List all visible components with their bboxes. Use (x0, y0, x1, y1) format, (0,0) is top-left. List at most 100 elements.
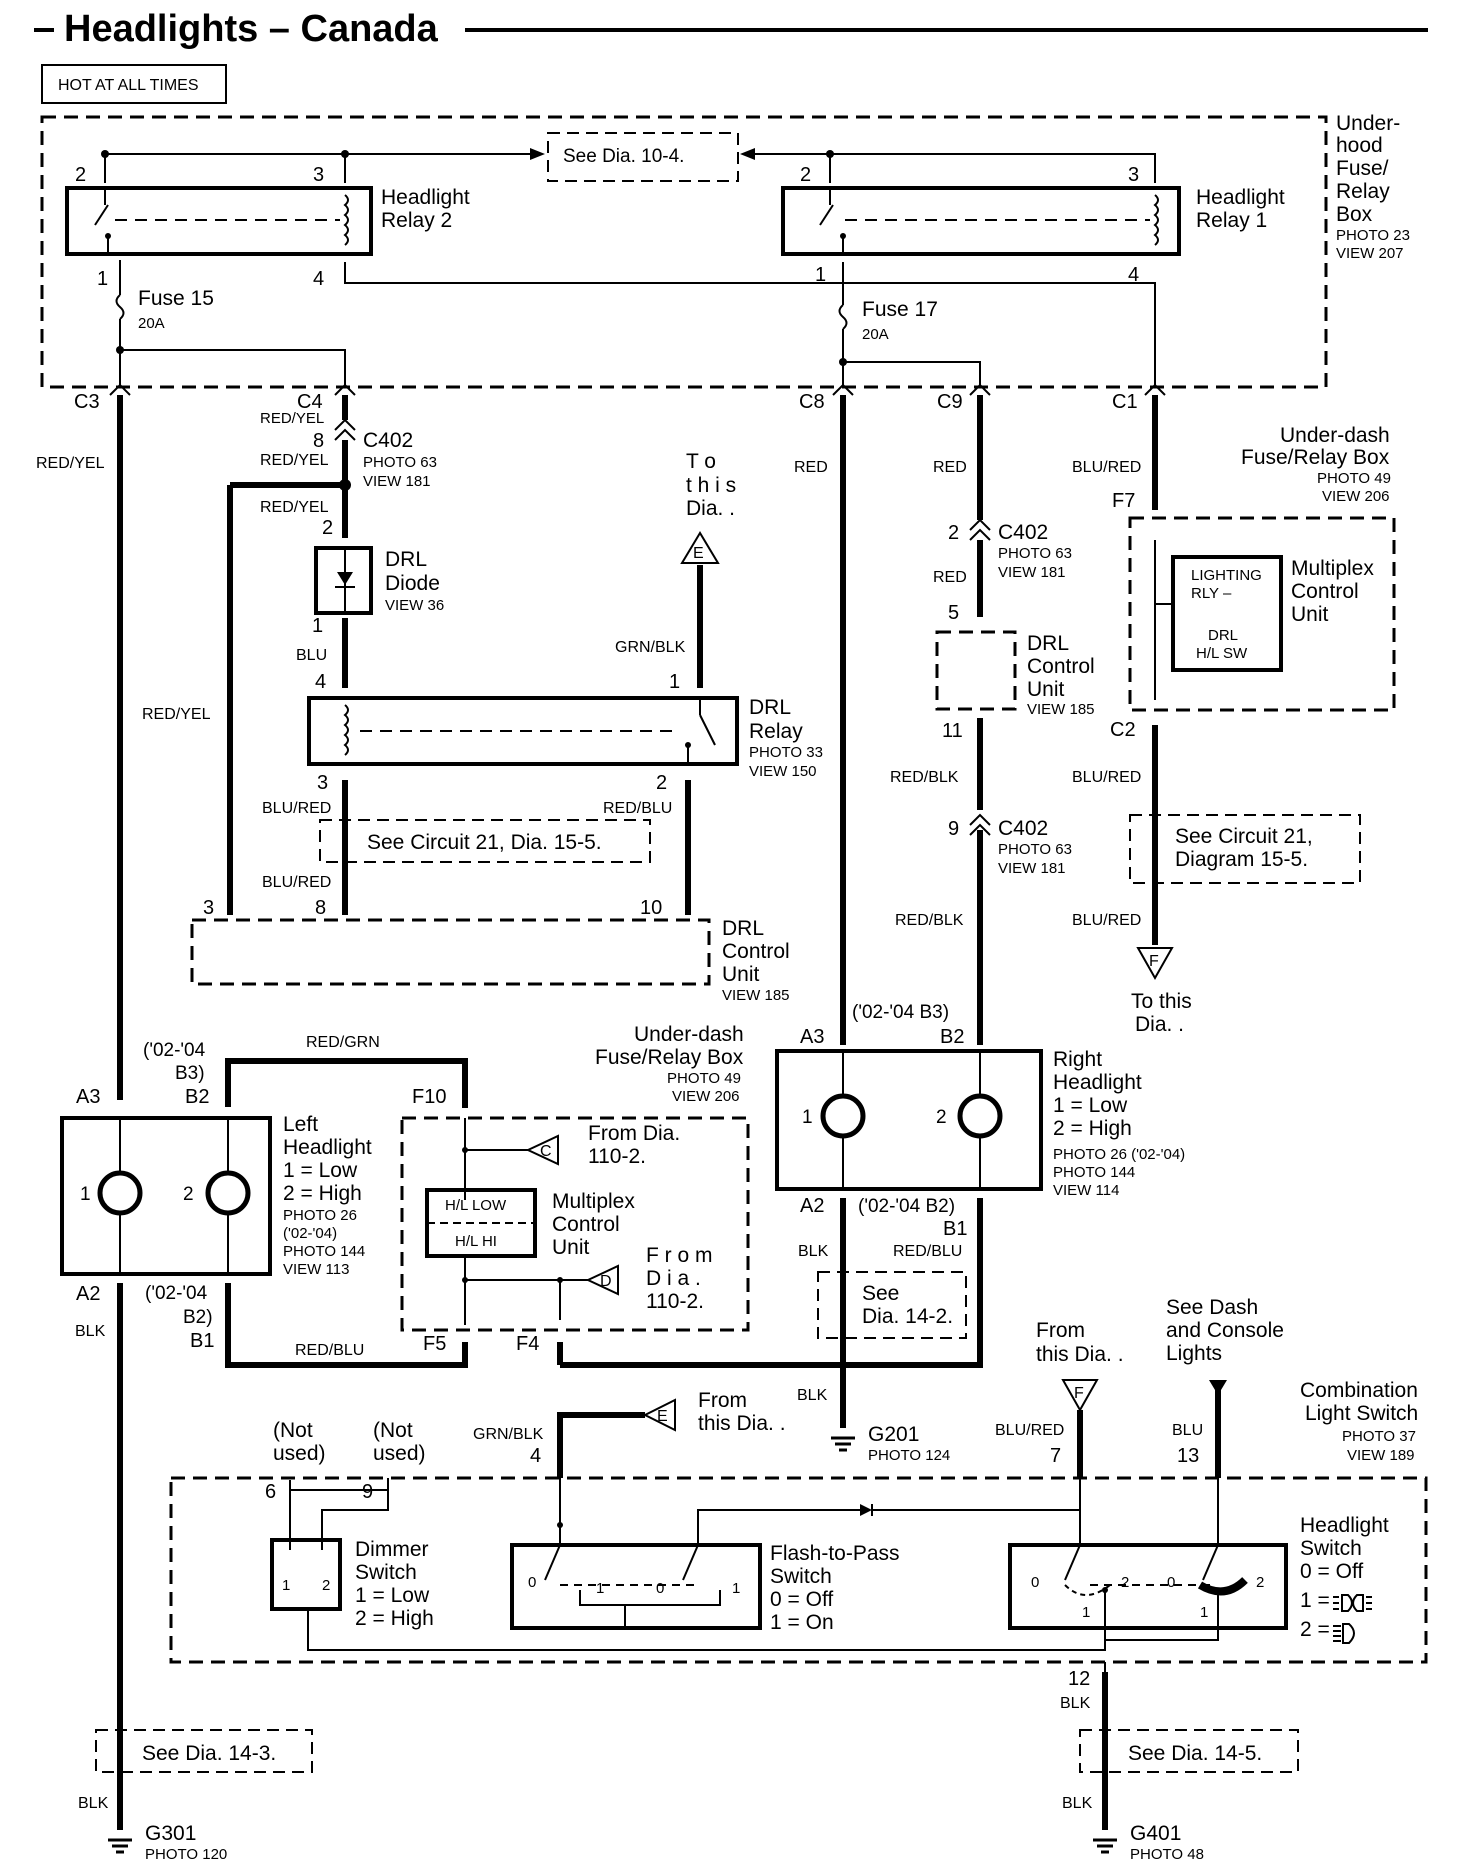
svg-text:2: 2 (656, 772, 667, 794)
fuse-15-label: Fuse 15 (138, 287, 214, 310)
svg-text:C3: C3 (74, 391, 100, 413)
svg-text:1: 1 (80, 1184, 91, 1205)
svg-text:3: 3 (203, 897, 214, 919)
svg-text:DRL: DRL (385, 548, 427, 571)
svg-text:Control: Control (1291, 580, 1359, 603)
svg-text:0 = Off: 0 = Off (1300, 1560, 1363, 1583)
svg-text:PHOTO 49: PHOTO 49 (1317, 470, 1391, 487)
svg-text:F7: F7 (1112, 490, 1135, 512)
svg-text:LIGHTING: LIGHTING (1191, 567, 1262, 584)
svg-text:1 =: 1 = (1300, 1589, 1330, 1612)
see-circuit-21-left: See Circuit 21, Dia. 15-5. (367, 831, 602, 854)
svg-text:B2: B2 (940, 1026, 964, 1048)
svg-text:C402: C402 (363, 429, 413, 452)
svg-text:BLU/RED: BLU/RED (262, 874, 331, 891)
svg-text:A3: A3 (76, 1086, 100, 1108)
see-dash-console-lights: See Dash and Console Lights BLU (1166, 1296, 1284, 1473)
svg-text:Box: Box (1336, 203, 1373, 226)
svg-text:RED/BLU: RED/BLU (893, 1243, 962, 1260)
to-this-dia-e: T o t h i s Dia. . E (680, 450, 736, 564)
under-dash-fuse-relay-box-left: Under-dash Fuse/Relay Box PHOTO 49 VIEW … (400, 1023, 750, 1355)
svg-text:PHOTO 144: PHOTO 144 (1053, 1164, 1135, 1181)
svg-text:From: From (698, 1389, 747, 1412)
svg-text:Multiplex: Multiplex (1291, 557, 1374, 580)
svg-text:Headlight: Headlight (381, 186, 470, 209)
svg-text:RED/YEL: RED/YEL (36, 455, 105, 472)
svg-text:See Dash: See Dash (1166, 1296, 1258, 1319)
svg-text:DRL: DRL (749, 696, 791, 719)
svg-text:See: See (862, 1282, 899, 1305)
svg-text:Headlight: Headlight (283, 1136, 372, 1159)
svg-text:3: 3 (313, 164, 324, 186)
svg-text:1: 1 (1200, 1604, 1208, 1621)
from-this-dia-f: From this Dia. . F BLU/RED (995, 1319, 1124, 1473)
svg-text:2: 2 (936, 1107, 947, 1128)
svg-text:used): used) (273, 1442, 326, 1465)
svg-text:RED/YEL: RED/YEL (142, 706, 211, 723)
svg-text:RED/BLU: RED/BLU (603, 800, 672, 817)
svg-text:Multiplex: Multiplex (552, 1190, 635, 1213)
svg-text:PHOTO 124: PHOTO 124 (868, 1447, 950, 1464)
under-dash-fuse-relay-box-right: Under-dash Fuse/Relay Box PHOTO 49 VIEW … (1110, 424, 1396, 741)
svg-text:F10: F10 (412, 1086, 446, 1108)
see-circuit-21-right-box (1129, 814, 1361, 884)
svg-text:12: 12 (1068, 1668, 1090, 1690)
svg-text:0: 0 (656, 1580, 664, 1597)
svg-text:Under-dash: Under-dash (1280, 424, 1390, 447)
svg-text:E: E (657, 1408, 668, 1425)
svg-text:GRN/BLK: GRN/BLK (615, 639, 686, 656)
svg-text:1: 1 (596, 1580, 604, 1597)
svg-text:D: D (600, 1273, 612, 1290)
svg-text:PHOTO 63: PHOTO 63 (363, 454, 437, 471)
fuse-17-label: Fuse 17 (862, 298, 938, 321)
svg-text:DRL: DRL (1208, 627, 1238, 644)
svg-text:C: C (540, 1143, 552, 1160)
svg-text:2 =: 2 = (1300, 1618, 1330, 1641)
g301-ground: BLK G301 PHOTO 120 (78, 1795, 227, 1863)
svg-text:Unit: Unit (1291, 603, 1329, 626)
svg-text:0 = Off: 0 = Off (770, 1588, 833, 1611)
svg-text:Dia. .: Dia. . (686, 497, 735, 520)
svg-text:11: 11 (942, 720, 963, 742)
g201-ground: BLK G201 PHOTO 124 (797, 1387, 950, 1464)
svg-text:RED/YEL: RED/YEL (260, 499, 329, 516)
svg-text:BLK: BLK (78, 1795, 109, 1812)
headlight-relay-1 (781, 186, 1181, 256)
headlight-icon (1333, 1623, 1355, 1644)
svg-text:VIEW 185: VIEW 185 (1027, 701, 1095, 718)
svg-text:('02-'04 B3): ('02-'04 B3) (852, 1002, 949, 1023)
svg-text:C9: C9 (937, 391, 963, 413)
svg-text:2 = High: 2 = High (1053, 1117, 1132, 1140)
c402-connector: 8 C402 PHOTO 63 VIEW 181 2 C402 PHOTO 63… (313, 429, 1072, 877)
svg-text:1 = Low: 1 = Low (1053, 1094, 1128, 1117)
svg-text:PHOTO 144: PHOTO 144 (283, 1243, 365, 1260)
right-headlight: ('02-'04 B3) A3 B2 1 2 Right Headlight 1… (775, 1002, 1185, 1260)
svg-text:A3: A3 (800, 1026, 824, 1048)
svg-text:3: 3 (317, 772, 328, 794)
svg-text:Switch: Switch (770, 1565, 832, 1588)
svg-text:13: 13 (1177, 1445, 1199, 1467)
svg-text:RED/BLK: RED/BLK (895, 912, 964, 929)
svg-text:1: 1 (312, 615, 323, 637)
svg-text:C1: C1 (1112, 391, 1138, 413)
svg-text:E: E (693, 545, 704, 562)
svg-text:To this: To this (1131, 990, 1192, 1013)
svg-text:B1: B1 (190, 1330, 214, 1352)
svg-text:PHOTO 63: PHOTO 63 (998, 545, 1072, 562)
svg-text:C4: C4 (297, 391, 323, 413)
svg-text:Control: Control (1027, 655, 1095, 678)
svg-text:B2): B2) (183, 1307, 213, 1328)
svg-text:Fuse/Relay Box: Fuse/Relay Box (595, 1046, 744, 1069)
svg-text:PHOTO 26: PHOTO 26 (283, 1207, 357, 1224)
svg-text:From Dia.: From Dia. (588, 1122, 680, 1145)
from-this-dia-e: E From this Dia. . GRN/BLK (473, 1389, 786, 1473)
see-circuit-21-left-box (319, 819, 651, 863)
svg-text:D i a .: D i a . (646, 1267, 701, 1290)
svg-text:F5: F5 (423, 1333, 446, 1355)
svg-text:C402: C402 (998, 817, 1048, 840)
svg-text:1 = Low: 1 = Low (355, 1584, 430, 1607)
combination-light-switch: Combination Light Switch PHOTO 37 VIEW 1… (169, 1379, 1428, 1712)
svg-text:DRL: DRL (1027, 632, 1069, 655)
svg-text:VIEW 150: VIEW 150 (749, 763, 817, 780)
